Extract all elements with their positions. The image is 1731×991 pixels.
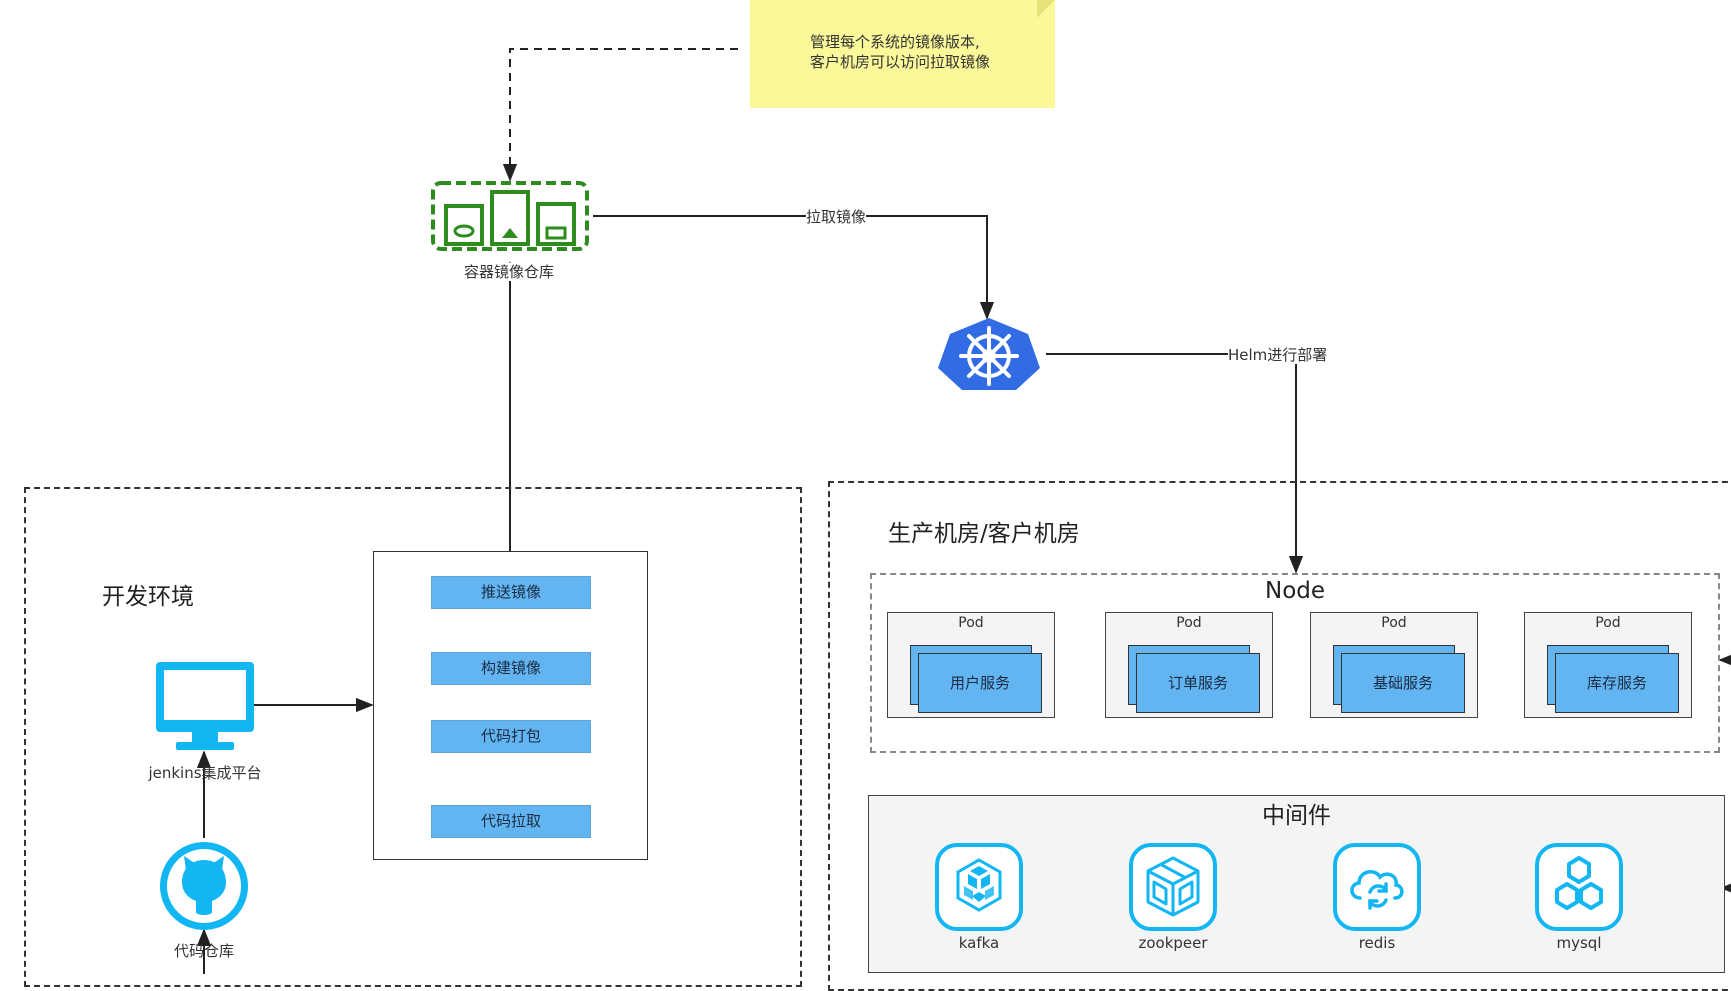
service-user[interactable]: 用户服务: [918, 653, 1042, 713]
container-registry-icon[interactable]: [430, 180, 590, 252]
note-line-2: 客户机房可以访问拉取镜像: [810, 53, 991, 71]
middleware-label: kafka: [958, 934, 1000, 952]
node-title: Node: [1264, 578, 1326, 604]
note-to-registry-connector: [502, 48, 738, 182]
note-fold-corner: [1037, 0, 1055, 18]
kubernetes-helm-wheel-icon[interactable]: [932, 316, 1046, 392]
build-pipeline-box: 推送镜像 构建镜像 代码打包 代码拉取: [373, 551, 648, 860]
pipeline-step-build-image[interactable]: 构建镜像: [431, 652, 591, 685]
pod-title: Pod: [958, 615, 984, 631]
production-environment-title: 生产机房/客户机房: [888, 521, 1080, 547]
pipeline-step-push-image[interactable]: 推送镜像: [431, 576, 591, 609]
note-line-1: 管理每个系统的镜像版本,: [810, 33, 980, 51]
middleware-redis[interactable]: redis: [1322, 842, 1432, 952]
jenkins-label: jenkins集成平台: [148, 764, 262, 782]
middleware-zookpeer[interactable]: zookpeer: [1118, 842, 1228, 952]
pod-title: Pod: [1176, 615, 1202, 631]
pod-title: Pod: [1595, 615, 1621, 631]
service-base[interactable]: 基础服务: [1341, 653, 1465, 713]
middleware-label: zookpeer: [1138, 934, 1208, 952]
pod-inventory-service[interactable]: Pod 库存服务: [1524, 612, 1692, 718]
pipeline-step-pull-code[interactable]: 代码拉取: [431, 805, 591, 838]
node-container: Node: [870, 573, 1720, 753]
cloud-sync-icon: [1332, 842, 1422, 932]
repo-label: 代码仓库: [173, 942, 234, 960]
middleware-label: mysql: [1556, 934, 1602, 952]
middleware-kafka[interactable]: kafka: [924, 842, 1034, 952]
sticky-note: 管理每个系统的镜像版本, 客户机房可以访问拉取镜像: [750, 0, 1055, 108]
middleware-title: 中间件: [1262, 803, 1331, 829]
middleware-mysql[interactable]: mysql: [1524, 842, 1634, 952]
registry-label: 容器镜像仓库: [464, 263, 555, 281]
open-box-icon: [1128, 842, 1218, 932]
github-octocat-icon[interactable]: [158, 840, 250, 932]
service-order[interactable]: 订单服务: [1136, 653, 1260, 713]
pod-order-service[interactable]: Pod 订单服务: [1105, 612, 1273, 718]
middleware-label: redis: [1358, 934, 1396, 952]
pod-title: Pod: [1381, 615, 1407, 631]
helm-deploy-edge-label: Helm进行部署: [1228, 346, 1328, 364]
middleware-container: 中间件 kafka: [868, 795, 1725, 973]
service-inventory[interactable]: 库存服务: [1555, 653, 1679, 713]
pod-user-service[interactable]: Pod 用户服务: [887, 612, 1055, 718]
dev-environment-title: 开发环境: [102, 584, 194, 610]
hexagon-cluster-icon: [1534, 842, 1624, 932]
cube-cluster-icon: [934, 842, 1024, 932]
pull-image-edge-label: 拉取镜像: [806, 208, 867, 226]
pod-base-service[interactable]: Pod 基础服务: [1310, 612, 1478, 718]
registry-to-kubernetes-connector: [593, 215, 995, 320]
monitor-icon[interactable]: [154, 660, 256, 752]
pipeline-step-package-code[interactable]: 代码打包: [431, 720, 591, 753]
